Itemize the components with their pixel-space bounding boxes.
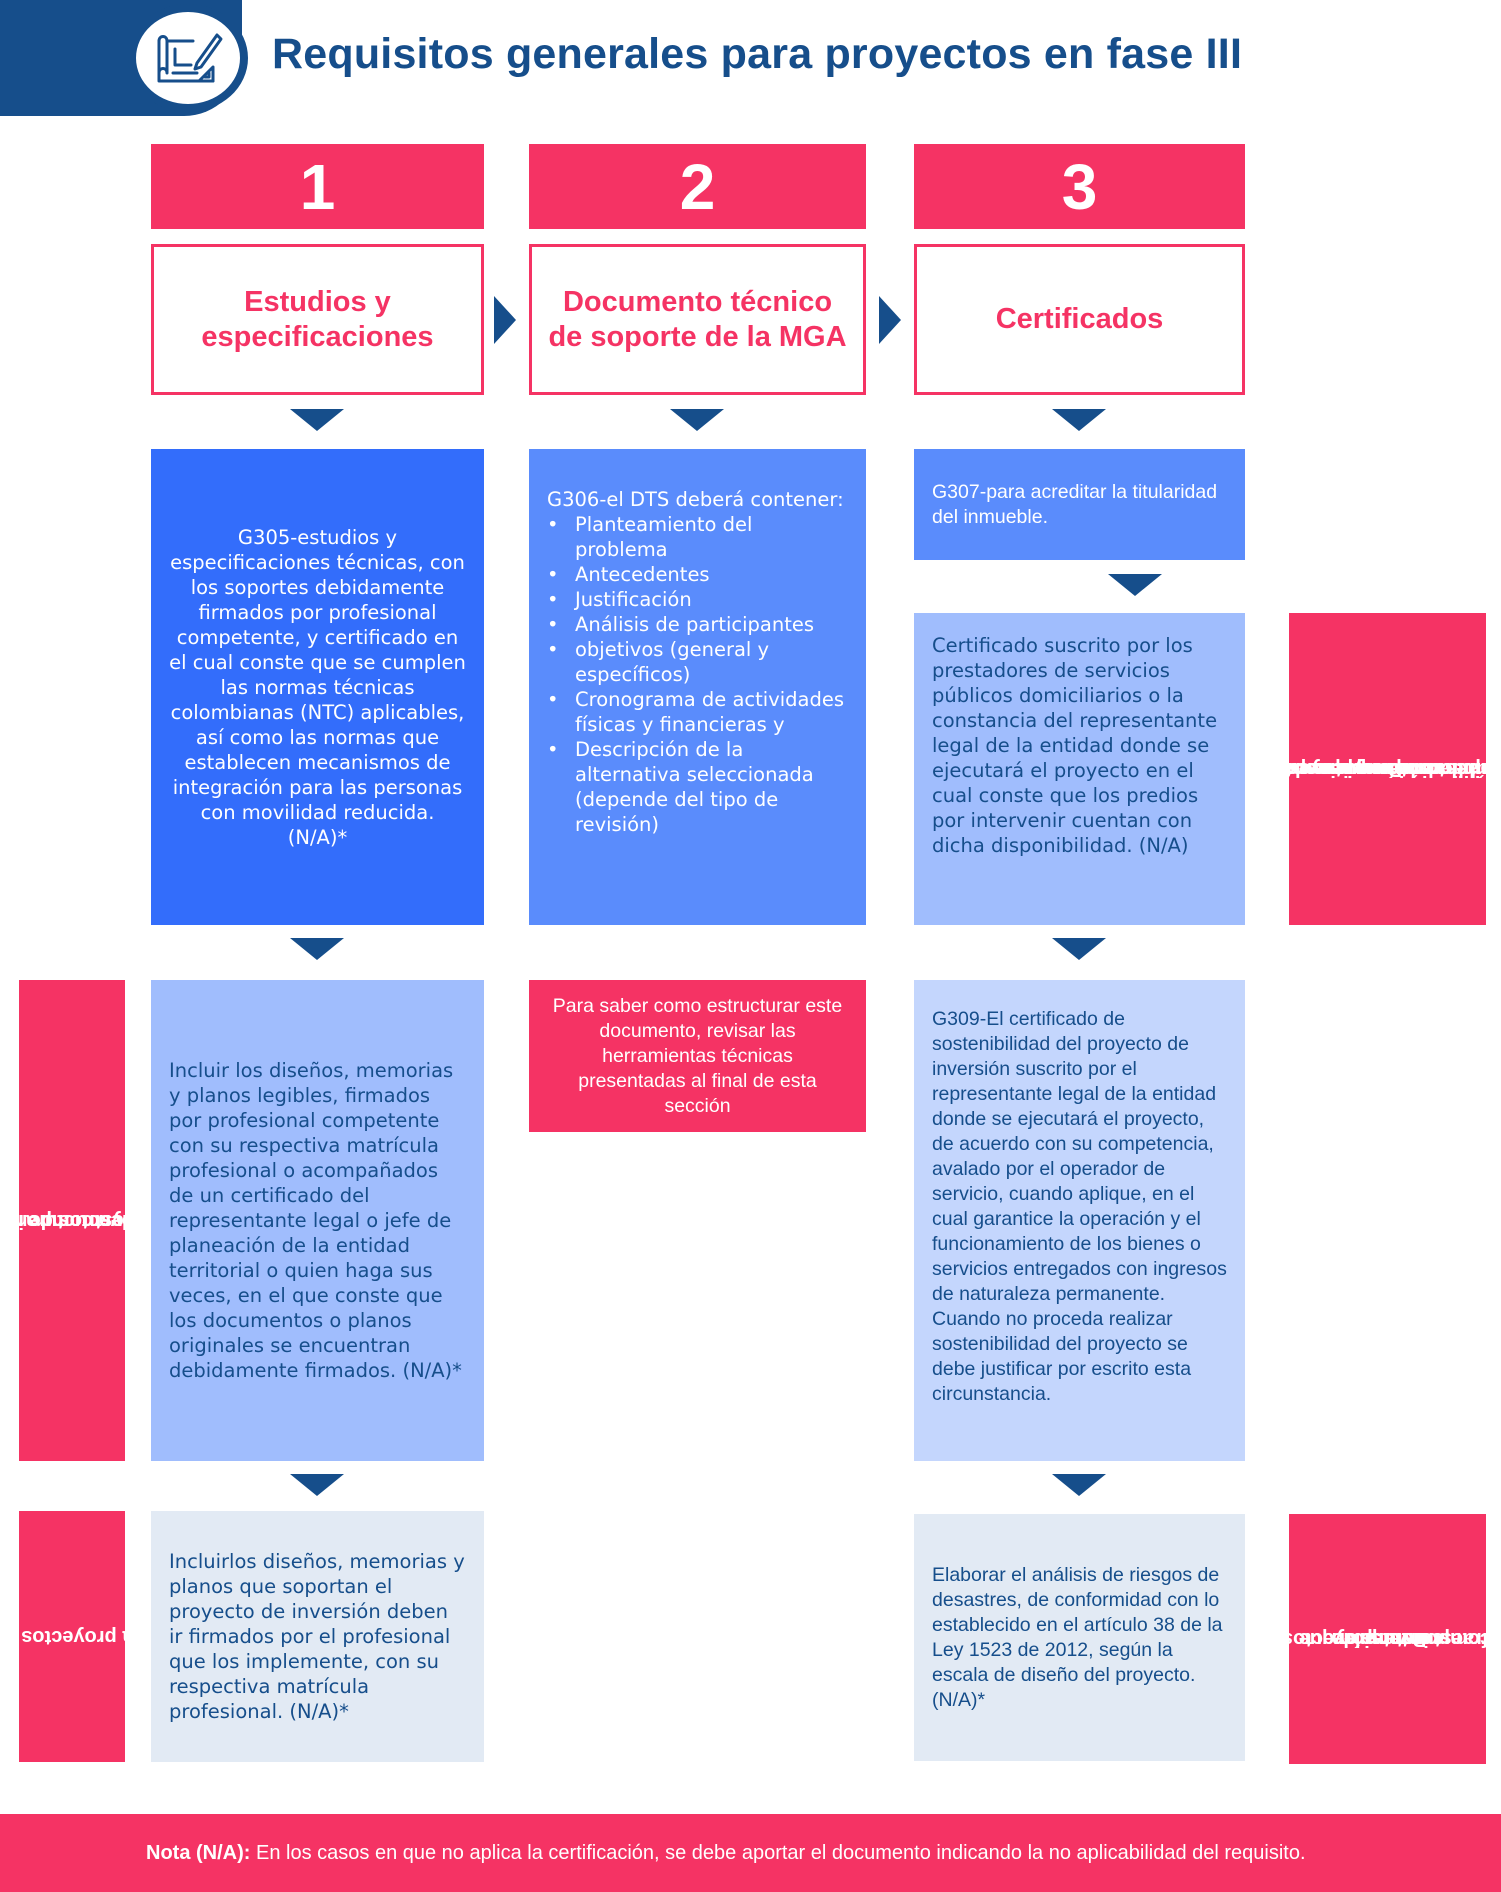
note-label: Nota (N/A): <box>146 1841 251 1864</box>
infra-designs-box: Incluir los diseños, memorias y planos l… <box>151 980 484 1461</box>
g305-text: G305-estudios y especificaciones técnica… <box>169 525 466 849</box>
risk-analysis-text: Elaborar el análisis de riesgos de desas… <box>932 1563 1223 1711</box>
side-label-services: Para proyectos de inversión que contempl… <box>1289 613 1486 925</box>
list-item: Planteamiento del problema <box>547 512 848 562</box>
g306-box: G306-el DTS deberá contener: Planteamien… <box>529 449 866 925</box>
tools-note-box: Para saber como estructurar este documen… <box>529 980 866 1132</box>
side-label-tipo: Para proyectos tipo <box>19 1511 125 1762</box>
side-label-infra-right: Para proyectos de inversión que contempl… <box>1289 1514 1486 1764</box>
list-item: Justificación <box>547 587 848 612</box>
g306-intro: G306-el DTS deberá contener: <box>547 488 844 511</box>
tipo-designs-text: Incluirlos diseños, memorias y planos qu… <box>169 1550 465 1723</box>
arrow-down-icon <box>1052 1474 1106 1496</box>
g309-text: G309-El certificado de sostenibilidad de… <box>932 1008 1227 1405</box>
arrow-right-icon <box>879 296 901 344</box>
list-item: Cronograma de actividades físicas y fina… <box>547 687 848 737</box>
step-number-3: 3 <box>914 144 1245 229</box>
note-text: En los casos en que no aplica la certifi… <box>250 1841 1306 1864</box>
side-label-infra-left: Para proyectos de inversión que contempl… <box>19 980 125 1461</box>
arrow-down-icon <box>670 409 724 431</box>
arrow-down-icon <box>290 409 344 431</box>
services-cert-text: Certificado suscrito por los prestadores… <box>932 634 1218 857</box>
tools-note-text: Para saber como estructurar este documen… <box>552 995 843 1117</box>
risk-analysis-box: Elaborar el análisis de riesgos de desas… <box>914 1514 1245 1761</box>
tipo-designs-box: Incluirlos diseños, memorias y planos qu… <box>151 1511 484 1762</box>
g306-list: Planteamiento del problema Antecedentes … <box>547 512 848 837</box>
arrow-down-icon <box>290 938 344 960</box>
step-title-1: Estudios y especificaciones <box>151 244 484 395</box>
list-item: objetivos (general y específicos) <box>547 637 848 687</box>
g307-text: G307-para acreditar la titularidad del i… <box>932 481 1218 528</box>
arrow-down-icon <box>1052 938 1106 960</box>
g305-box: G305-estudios y especificaciones técnica… <box>151 449 484 925</box>
blueprint-drafting-icon <box>128 4 248 112</box>
arrow-down-icon <box>290 1474 344 1496</box>
g307-box: G307-para acreditar la titularidad del i… <box>914 449 1245 560</box>
arrow-down-icon <box>1052 409 1106 431</box>
g309-box: G309-El certificado de sostenibilidad de… <box>914 980 1245 1461</box>
step-title-2: Documento técnico de soporte de la MGA <box>529 244 866 395</box>
arrow-right-icon <box>494 296 516 344</box>
page-title: Requisitos generales para proyectos en f… <box>272 30 1243 78</box>
footer-note: Nota (N/A): En los casos en que no aplic… <box>0 1814 1501 1892</box>
step-title-3: Certificados <box>914 244 1245 395</box>
list-item: Análisis de participantes <box>547 612 848 637</box>
services-cert-box: Certificado suscrito por los prestadores… <box>914 613 1245 925</box>
step-number-2: 2 <box>529 144 866 229</box>
list-item: Descripción de la alternativa selecciona… <box>547 737 848 837</box>
infra-designs-text: Incluir los diseños, memorias y planos l… <box>169 1059 462 1382</box>
list-item: Antecedentes <box>547 562 848 587</box>
step-number-1: 1 <box>151 144 484 229</box>
arrow-down-icon <box>1108 574 1162 596</box>
